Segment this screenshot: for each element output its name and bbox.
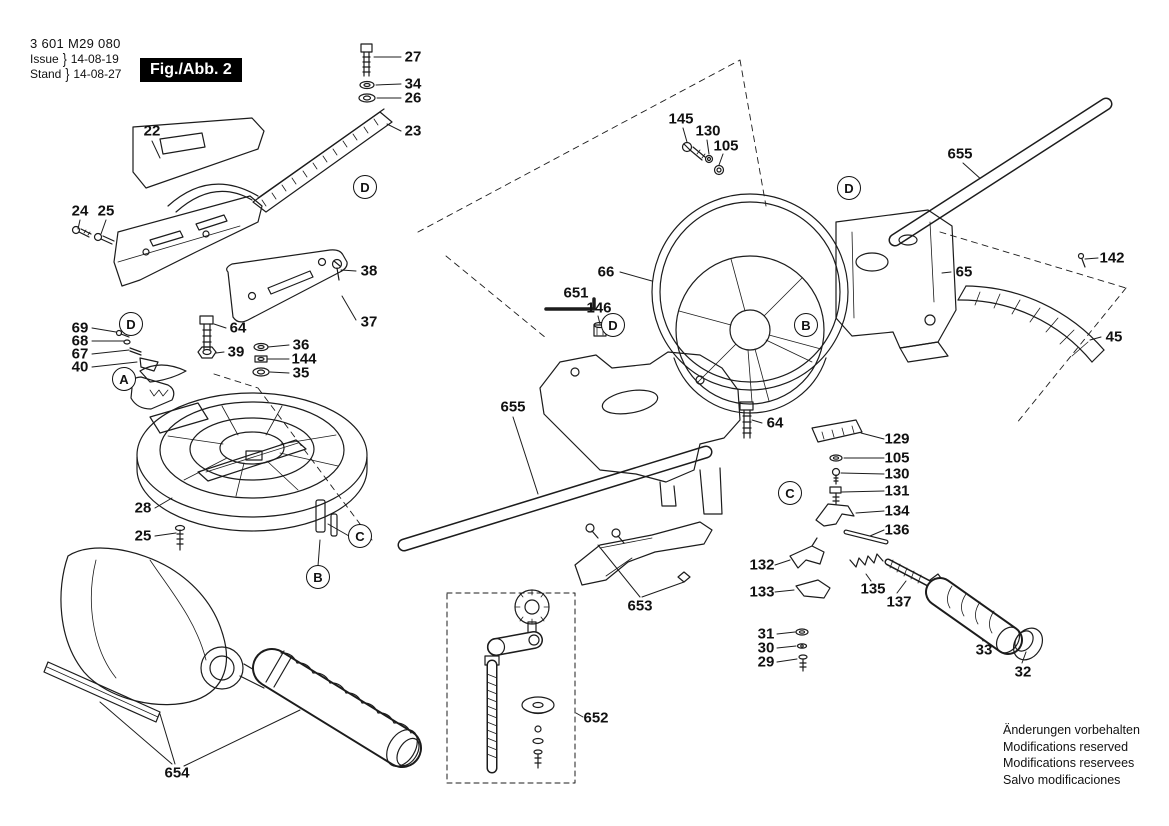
part-label-132: 132 <box>749 556 775 574</box>
part-label-31: 31 <box>757 625 775 643</box>
extension-rails <box>397 97 1113 552</box>
issue-date: 14-08-19 <box>70 52 119 66</box>
ref-label-C: C <box>778 481 802 505</box>
part-label-130: 130 <box>884 465 910 483</box>
part-label-36: 36 <box>292 336 310 354</box>
part-label-40: 40 <box>71 358 89 376</box>
part-label-134: 134 <box>884 502 910 520</box>
part-label-32: 32 <box>1014 663 1032 681</box>
stand-row: Stand}14-08-27 <box>30 65 122 83</box>
part-label-26: 26 <box>404 89 422 107</box>
part-label-654: 654 <box>164 764 190 782</box>
part-label-30: 30 <box>757 639 775 657</box>
ref-label-D: D <box>353 175 377 199</box>
part-label-651: 651 <box>563 284 589 302</box>
part-label-129: 129 <box>884 430 910 448</box>
note-line: Änderungen vorbehalten <box>1003 723 1140 737</box>
part-label-131: 131 <box>884 482 910 500</box>
part-label-136: 136 <box>884 521 910 539</box>
part-label-67: 67 <box>71 345 89 363</box>
part-label-69: 69 <box>71 319 89 337</box>
fence-assembly <box>71 43 393 287</box>
part-label-33: 33 <box>975 641 993 659</box>
part-label-652: 652 <box>583 709 609 727</box>
note-line: Modifications reserved <box>1003 739 1129 754</box>
part-label-137: 137 <box>886 593 912 611</box>
ref-label-B: B <box>306 565 330 589</box>
part-label-130: 130 <box>695 122 721 140</box>
part-label-142: 142 <box>1099 249 1125 267</box>
ref-label-D: D <box>837 176 861 200</box>
issue-brace: } <box>62 50 67 68</box>
part-label-29: 29 <box>757 653 775 671</box>
mitre-scale <box>957 252 1105 363</box>
part-label-25: 25 <box>97 202 115 220</box>
part-label-653: 653 <box>627 597 653 615</box>
part-label-146: 146 <box>586 299 612 317</box>
lock-lever-parts <box>789 419 1044 672</box>
part-label-64: 64 <box>229 319 247 337</box>
part-label-65: 65 <box>955 263 973 281</box>
part-label-105: 105 <box>884 449 910 467</box>
part-label-135: 135 <box>860 580 886 598</box>
part-label-24: 24 <box>71 202 89 220</box>
part-label-45: 45 <box>1105 328 1123 346</box>
note-line: Salvo modificaciones <box>1003 772 1121 787</box>
ref-label-A: A <box>112 367 136 391</box>
figure-label: Fig./Abb. 2 <box>140 58 242 82</box>
part-label-68: 68 <box>71 332 89 350</box>
part-label-133: 133 <box>749 583 775 601</box>
part-label-35: 35 <box>292 364 310 382</box>
document-number: 3 601 M29 080 <box>30 36 121 51</box>
ref-label-B: B <box>794 313 818 337</box>
part-label-655: 655 <box>500 398 526 416</box>
part-label-25: 25 <box>134 527 152 545</box>
part-label-105: 105 <box>713 137 739 155</box>
clamp-knob-assembly <box>446 589 576 784</box>
part-label-39: 39 <box>227 343 245 361</box>
dust-bag-assembly <box>43 547 422 768</box>
part-label-145: 145 <box>668 110 694 128</box>
issue-row: Issue}14-08-19 <box>30 50 121 68</box>
leader-lines <box>77 56 1102 767</box>
ref-label-C: C <box>348 524 372 548</box>
part-label-22: 22 <box>143 122 161 140</box>
base-housing <box>539 141 957 515</box>
stand-brace: } <box>65 65 70 83</box>
part-label-23: 23 <box>404 122 422 140</box>
ref-label-D: D <box>601 313 625 337</box>
ref-label-D: D <box>119 312 143 336</box>
issue-label: Issue <box>30 52 59 66</box>
turntable <box>136 392 368 551</box>
title-block: 3 601 M29 080 Issue}14-08-19 Stand}14-08… <box>30 36 242 83</box>
part-label-64: 64 <box>766 414 784 432</box>
stand-date: 14-08-27 <box>73 67 122 81</box>
part-label-144: 144 <box>291 350 317 368</box>
part-label-66: 66 <box>597 263 615 281</box>
support-bracket <box>574 521 713 586</box>
part-label-27: 27 <box>404 48 422 66</box>
stand-label: Stand <box>30 67 62 81</box>
note-line: Modifications reservees <box>1003 756 1135 770</box>
plate-and-fasteners <box>115 249 348 434</box>
part-label-38: 38 <box>360 262 378 280</box>
part-label-37: 37 <box>360 313 378 331</box>
part-label-655: 655 <box>947 145 973 163</box>
part-label-34: 34 <box>404 75 422 93</box>
part-label-28: 28 <box>134 499 152 517</box>
